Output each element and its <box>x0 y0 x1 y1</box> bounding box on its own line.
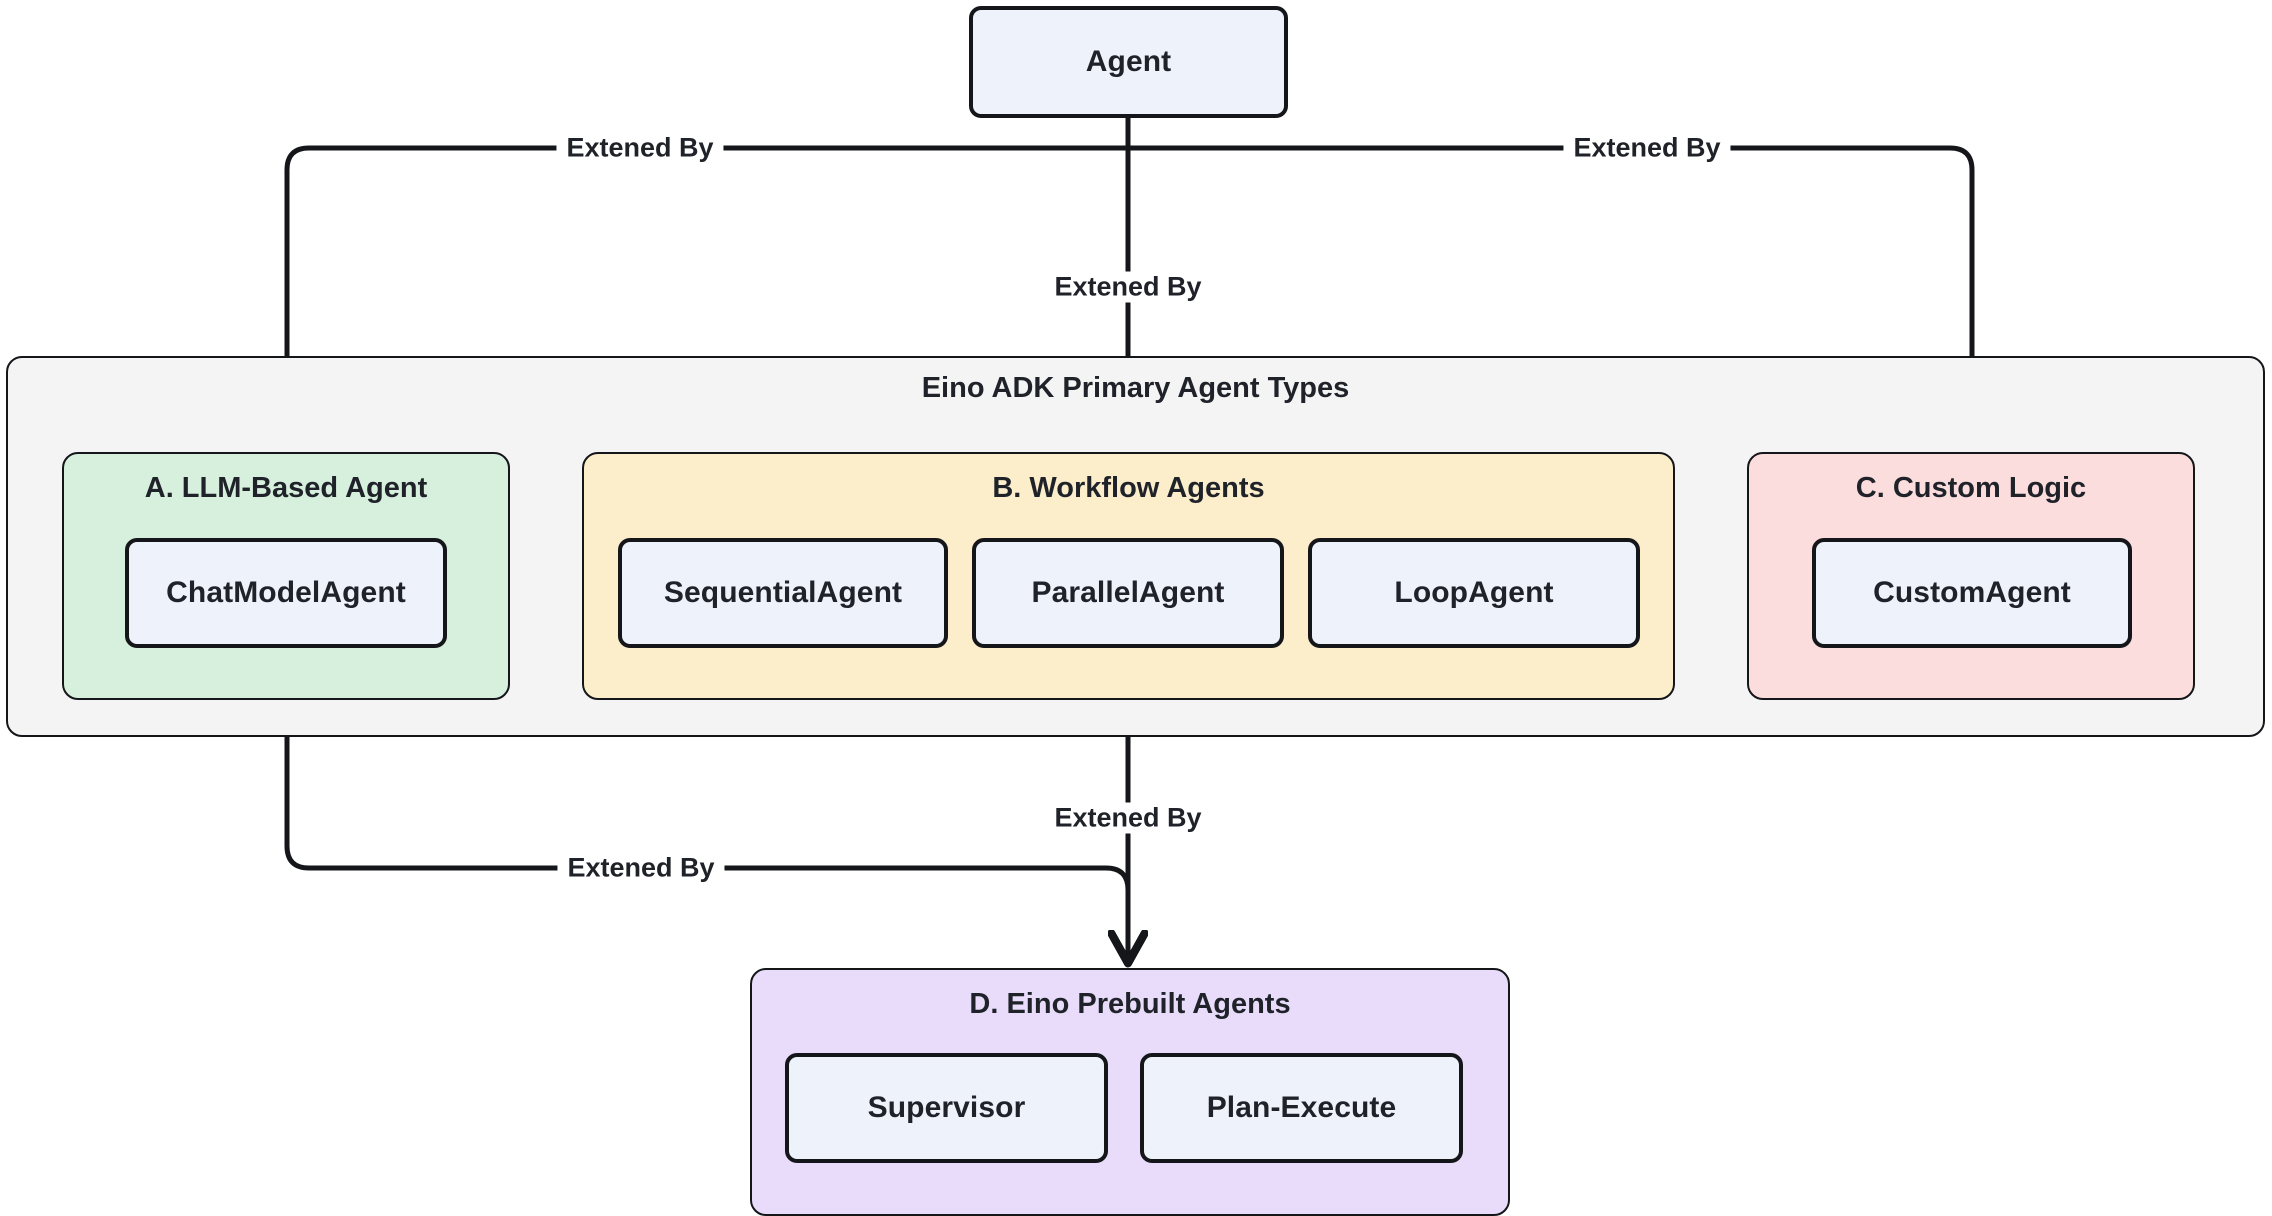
node-supervisor[interactable]: Supervisor <box>785 1053 1108 1163</box>
node-chatmodelagent-label: ChatModelAgent <box>166 576 406 609</box>
node-customagent-label: CustomAgent <box>1873 576 2071 609</box>
node-sequentialagent-label: SequentialAgent <box>663 576 903 609</box>
cluster-workflow-agents-label: B. Workflow Agents <box>992 472 1265 504</box>
node-agent-label: Agent <box>1085 45 1172 78</box>
node-plan-execute[interactable]: Plan-Execute <box>1140 1053 1463 1163</box>
edge-label-agent-to-llm: Extened By <box>556 132 724 164</box>
cluster-custom-logic-label: C. Custom Logic <box>1855 472 2087 504</box>
edge-label-llm-to-prebuilt: Extened By <box>557 852 725 884</box>
node-plan-execute-label: Plan-Execute <box>1206 1091 1397 1124</box>
node-parallelagent-label: ParallelAgent <box>1031 576 1225 609</box>
edge-label-workflow-to-prebuilt: Extened By <box>1044 802 1212 834</box>
node-chatmodelagent[interactable]: ChatModelAgent <box>125 538 447 648</box>
node-customagent[interactable]: CustomAgent <box>1812 538 2132 648</box>
node-sequentialagent[interactable]: SequentialAgent <box>618 538 948 648</box>
cluster-llm-based-agent-label: A. LLM-Based Agent <box>144 472 428 504</box>
edge-label-agent-to-custom: Extened By <box>1563 132 1731 164</box>
node-loopagent[interactable]: LoopAgent <box>1308 538 1640 648</box>
node-loopagent-label: LoopAgent <box>1394 576 1554 609</box>
cluster-primary-agent-types-label: Eino ADK Primary Agent Types <box>921 372 1350 404</box>
node-supervisor-label: Supervisor <box>867 1091 1026 1124</box>
node-agent[interactable]: Agent <box>969 6 1288 118</box>
node-parallelagent[interactable]: ParallelAgent <box>972 538 1284 648</box>
cluster-prebuilt-agents-label: D. Eino Prebuilt Agents <box>969 988 1291 1020</box>
edge-label-agent-to-workflow: Extened By <box>1044 271 1212 303</box>
